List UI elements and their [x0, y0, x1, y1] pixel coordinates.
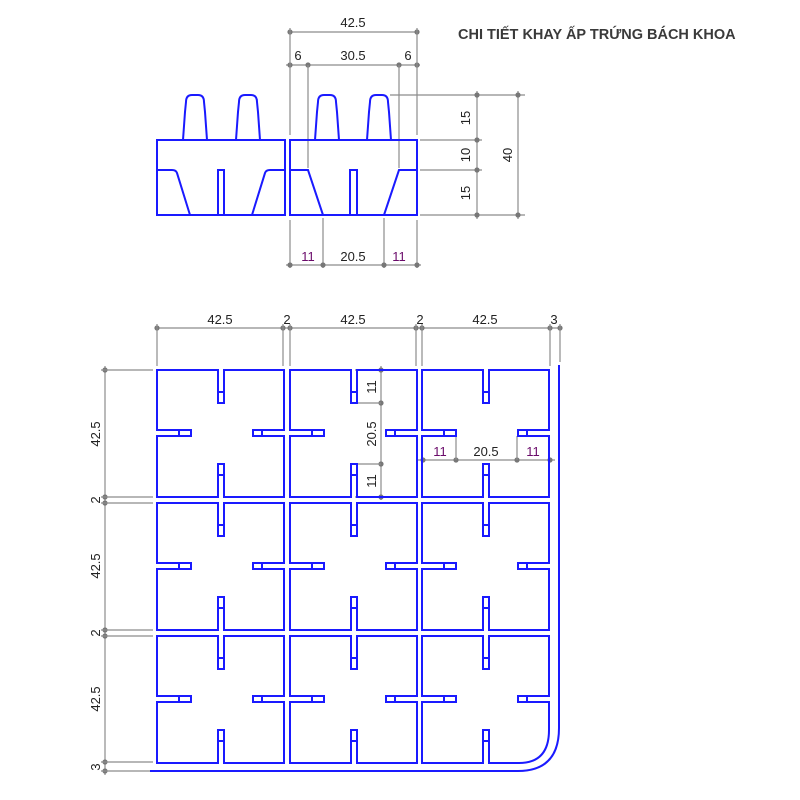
egg-cell [421, 635, 550, 764]
plan-left-dim: 42.5 [88, 686, 103, 711]
chamfer [383, 169, 417, 216]
dimension-tick [515, 212, 521, 218]
cell-slot-bar [311, 657, 396, 742]
dim-bottom-right: 11 [392, 249, 406, 264]
plan-top-dim: 3 [550, 312, 557, 327]
plan-left-dim: 3 [88, 763, 103, 770]
cell-slot-bar [178, 391, 263, 476]
egg-cell [421, 369, 550, 498]
chamfer [290, 169, 324, 216]
dimension-tick [320, 262, 326, 268]
egg-peg [182, 94, 208, 141]
dim-right-offset: 6 [404, 48, 411, 63]
cell-slot-bar [443, 524, 528, 609]
egg-cell [289, 369, 418, 498]
plan-top-dim: 42.5 [340, 312, 365, 327]
dim-peg-height: 15 [458, 111, 473, 125]
cell-slot-bar [178, 657, 263, 742]
egg-cell [156, 635, 285, 764]
dimension-tick [515, 92, 521, 98]
dim-left-offset: 6 [294, 48, 301, 63]
egg-peg [314, 94, 340, 141]
cell-vertical-dim: 11 [364, 380, 379, 394]
chamfer [157, 169, 191, 216]
egg-peg [235, 94, 261, 141]
tray-side-body-right [289, 139, 418, 216]
drawing-title: CHI TIẾT KHAY ẤP TRỨNG BÁCH KHOA [458, 27, 736, 43]
plan-top-dim: 42.5 [207, 312, 232, 327]
plan-left-dim: 2 [88, 496, 103, 503]
dim-bottom-mid: 20.5 [340, 249, 365, 264]
plan-left-dim: 42.5 [88, 553, 103, 578]
egg-cell [156, 369, 285, 498]
dimension-tick [474, 92, 480, 98]
dim-lower-band: 15 [458, 186, 473, 200]
center-slot [217, 169, 225, 215]
tray-side-body-left [156, 139, 286, 216]
plan-left-dim: 2 [88, 629, 103, 636]
dimension-lines [101, 28, 563, 775]
egg-cell [289, 635, 418, 764]
plan-top-dim: 2 [283, 312, 290, 327]
tray-outer-frame [150, 365, 560, 772]
dim-bottom-left: 11 [301, 249, 315, 264]
cell-slot-bar [311, 524, 396, 609]
plan-top-dim: 42.5 [472, 312, 497, 327]
chamfer [251, 169, 285, 216]
cell-slot-bar [311, 391, 396, 476]
center-slot [349, 169, 358, 215]
cell-slot-bar [178, 524, 263, 609]
cell-slot-bar [443, 657, 528, 742]
plan-left-dim: 42.5 [88, 421, 103, 446]
egg-cell [156, 502, 285, 631]
dimension-tick [381, 262, 387, 268]
dimension-tick [474, 212, 480, 218]
egg-peg [366, 94, 392, 141]
dim-total-height: 40 [500, 148, 515, 162]
plan-top-dim: 2 [416, 312, 423, 327]
cell-vertical-dim: 20.5 [364, 421, 379, 446]
egg-cell [421, 502, 550, 631]
cell-vertical-dim: 11 [364, 474, 379, 488]
cell-horizontal-dim: 20.5 [473, 444, 498, 459]
dim-overall-width: 42.5 [340, 15, 365, 30]
dimension-tick [287, 262, 293, 268]
cell-horizontal-dim: 11 [526, 444, 540, 459]
dim-peg-span: 30.5 [340, 48, 365, 63]
dimension-tick [414, 262, 420, 268]
tray-outlines [150, 94, 560, 772]
dim-mid-band: 10 [458, 148, 473, 162]
dimension-tick [474, 137, 480, 143]
dimension-tick [474, 167, 480, 173]
cell-horizontal-dim: 11 [433, 444, 447, 459]
egg-cell [289, 502, 418, 631]
cell-slot-bar [443, 391, 528, 476]
